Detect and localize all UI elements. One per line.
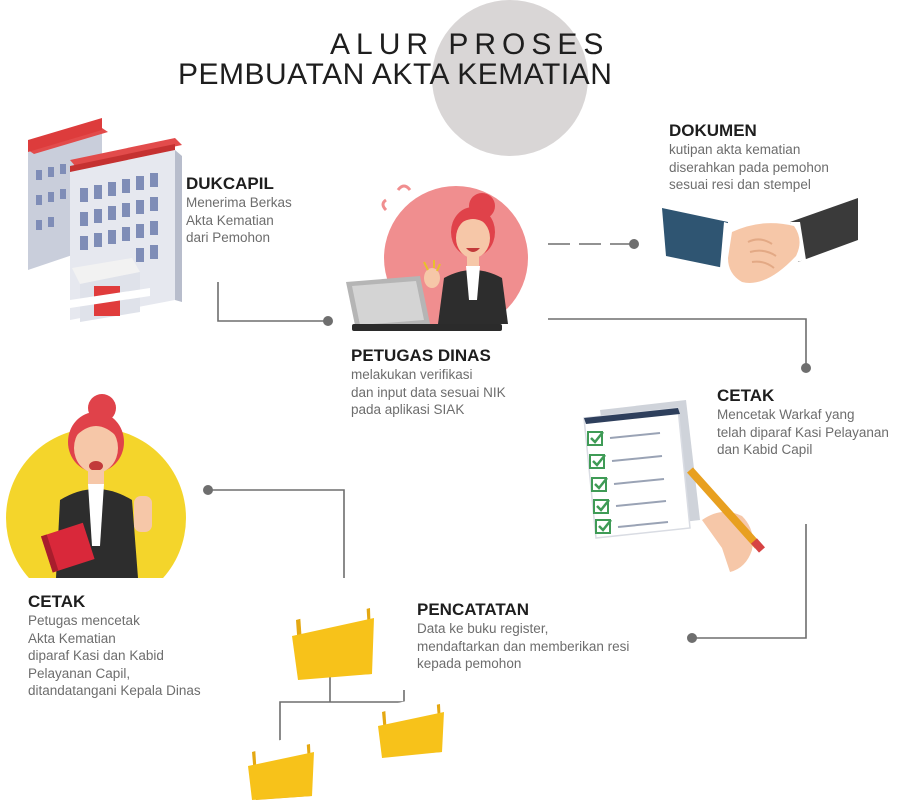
step-description: Menerima Berkas Akta Kematian dari Pemoh… [186, 195, 292, 245]
step-heading: PENCATATAN [417, 600, 530, 619]
title-line-1: ALUR PROSES [330, 28, 610, 61]
step-description: Petugas mencetak Akta Kematian diparaf K… [28, 613, 201, 698]
officer-laptop-icon [346, 184, 528, 331]
connector-dot [629, 239, 639, 249]
title-grey-circle [432, 0, 588, 156]
connector-dot [203, 485, 213, 495]
connector-dukcapil-petugas [217, 282, 328, 322]
title-line-2: PEMBUATAN AKTA KEMATIAN [178, 58, 613, 91]
step-description: kutipan akta kematian diserahkan pada pe… [669, 142, 829, 192]
step-dukcapil: DUKCAPIL Menerima Berkas Akta Kematian d… [186, 174, 292, 247]
step-petugas-dinas: PETUGAS DINAS melakukan verifikasi dan i… [351, 346, 506, 419]
checklist-pen-icon [583, 400, 765, 572]
connector-dot [801, 363, 811, 373]
connector-dot [687, 633, 697, 643]
step-heading: DOKUMEN [669, 121, 757, 140]
connector-pencatatan-cetakakta [208, 489, 345, 578]
step-dokumen: DOKUMEN kutipan akta kematian diserahkan… [669, 121, 829, 194]
step-cetak-warkaf: CETAK Mencetak Warkaf yang telah diparaf… [717, 386, 889, 459]
step-heading: CETAK [717, 386, 775, 405]
step-heading: PETUGAS DINAS [351, 346, 491, 365]
step-description: Mencetak Warkaf yang telah diparaf Kasi … [717, 407, 889, 457]
step-pencatatan: PENCATATAN Data ke buku register, mendaf… [417, 600, 629, 673]
folder-tree-icon [248, 598, 444, 800]
office-building-icon [28, 118, 182, 322]
connector-cetak-pencatatan [692, 524, 807, 639]
step-heading: DUKCAPIL [186, 174, 274, 193]
step-cetak-akta: CETAK Petugas mencetak Akta Kematian dip… [28, 592, 201, 700]
step-heading: CETAK [28, 592, 86, 611]
step-description: melakukan verifikasi dan input data sesu… [351, 367, 506, 417]
connector-petugas-cetak [548, 318, 807, 366]
connector-dot [323, 316, 333, 326]
handshake-icon [662, 198, 858, 283]
officer-document-icon [0, 394, 200, 618]
step-description: Data ke buku register, mendaftarkan dan … [417, 621, 630, 671]
